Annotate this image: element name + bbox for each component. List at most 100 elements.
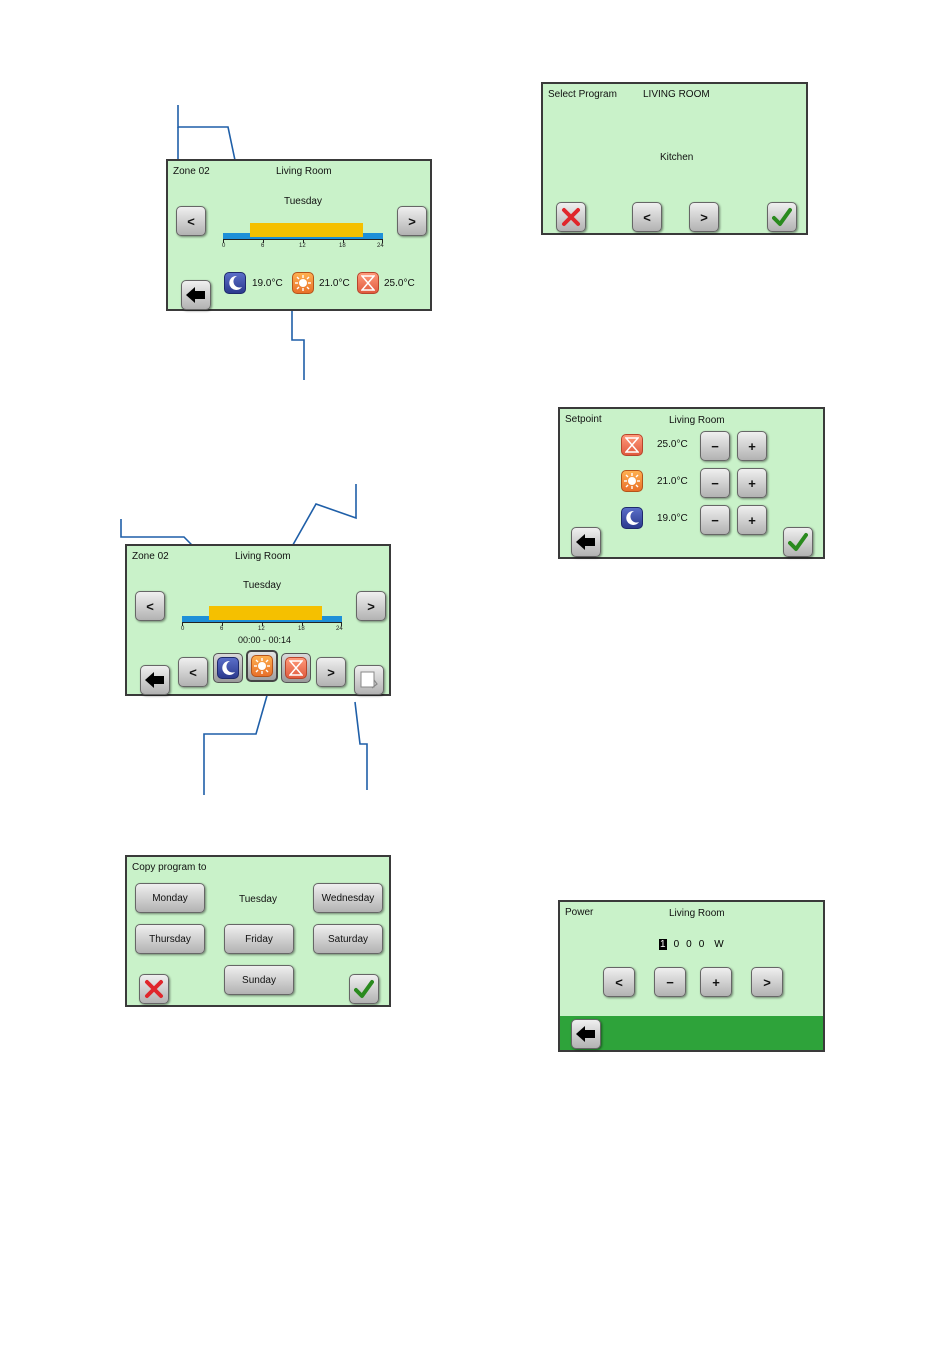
sun-temp: 21.0°C (319, 278, 350, 289)
zone-label: Zone 02 (132, 551, 169, 562)
mode-moon-button[interactable] (213, 653, 243, 683)
check-icon (788, 533, 808, 551)
day-saturday-button[interactable]: Saturday (313, 924, 383, 954)
schedule-edit-screen: Zone 02 Living Room Tuesday < > 0 6 12 1… (125, 544, 391, 696)
sun-icon (621, 470, 643, 492)
day-sunday-button[interactable]: Sunday (224, 965, 294, 995)
moon-icon (224, 272, 246, 294)
cross-icon (562, 208, 580, 226)
cancel-button[interactable] (139, 974, 169, 1004)
prev-mode-button[interactable]: < (178, 657, 208, 687)
back-arrow-icon (186, 287, 205, 303)
cancel-button[interactable] (556, 202, 586, 232)
day-label: Tuesday (243, 580, 281, 591)
axis-tick-label: 18 (298, 626, 305, 632)
room-label: Living Room (669, 415, 725, 426)
next-program-button[interactable]: > (689, 202, 719, 232)
room-label: LIVING ROOM (643, 89, 710, 100)
confirm-button[interactable] (767, 202, 797, 232)
callout-line-modes-1 (291, 305, 305, 380)
power-digit[interactable]: 0 (698, 939, 705, 950)
screen-title: Copy program to (132, 862, 207, 873)
current-day-label: Tuesday (239, 894, 277, 905)
axis-tick-label: 18 (339, 243, 346, 249)
back-arrow-icon (145, 672, 164, 688)
prev-day-button[interactable]: < (176, 206, 206, 236)
setpoint-screen: Setpoint Living Room 25.0°C − + 21.0°C −… (558, 407, 825, 559)
minus-button[interactable]: − (700, 505, 730, 535)
minus-button[interactable]: − (654, 967, 686, 997)
power-digit[interactable]: 0 (673, 939, 680, 950)
next-day-button[interactable]: > (397, 206, 427, 236)
setpoint-value: 21.0°C (657, 476, 688, 487)
select-program-screen: Select Program LIVING ROOM Kitchen < > (541, 82, 808, 235)
back-button[interactable] (571, 1019, 601, 1049)
program-name: Kitchen (660, 152, 694, 163)
plus-button[interactable]: + (737, 468, 767, 498)
prev-day-button[interactable]: < (135, 591, 165, 621)
back-button[interactable] (571, 527, 601, 557)
room-label: Living Room (669, 908, 725, 919)
plus-button[interactable]: + (700, 967, 732, 997)
day-monday-button[interactable]: Monday (135, 883, 205, 913)
power-footer-bar (560, 1016, 823, 1050)
schedule-screen: Zone 02 Living Room Tuesday < > 0 6 12 1… (166, 159, 432, 311)
setpoint-value: 25.0°C (657, 439, 688, 450)
hourglass-icon (285, 657, 307, 679)
time-range-label: 00:00 - 00:14 (238, 635, 292, 645)
moon-temp: 19.0°C (252, 278, 283, 289)
copy-icon (360, 671, 378, 689)
schedule-comfort-segment (250, 223, 363, 237)
next-mode-button[interactable]: > (316, 657, 346, 687)
power-value: 1 0 0 0 W (659, 939, 724, 950)
axis-tick-label: 6 (220, 626, 224, 632)
callout-line-copy-3 (354, 701, 368, 790)
prev-program-button[interactable]: < (632, 202, 662, 232)
zone-label: Zone 02 (173, 166, 210, 177)
room-label: Living Room (235, 551, 291, 562)
back-button[interactable] (140, 665, 170, 695)
prev-digit-button[interactable]: < (603, 967, 635, 997)
copy-button[interactable] (354, 665, 384, 695)
back-arrow-icon (576, 534, 595, 550)
plus-button[interactable]: + (737, 431, 767, 461)
day-label: Tuesday (284, 196, 322, 207)
schedule-comfort-segment (209, 606, 322, 620)
minus-button[interactable]: − (700, 431, 730, 461)
power-screen: Power Living Room 1 0 0 0 W < − + > (558, 900, 825, 1052)
back-button[interactable] (181, 280, 211, 310)
copy-program-screen: Copy program to Monday Tuesday Wednesday… (125, 855, 391, 1007)
mode-sun-button[interactable] (246, 650, 278, 682)
screen-title: Select Program (548, 89, 617, 100)
day-friday-button[interactable]: Friday (224, 924, 294, 954)
day-wednesday-button[interactable]: Wednesday (313, 883, 383, 913)
axis-tick-label: 12 (258, 626, 265, 632)
power-digit-selected[interactable]: 1 (659, 939, 667, 950)
plus-button[interactable]: + (737, 505, 767, 535)
sun-icon (292, 272, 314, 294)
next-digit-button[interactable]: > (751, 967, 783, 997)
moon-icon (621, 507, 643, 529)
mode-hourglass-button[interactable] (281, 653, 311, 683)
room-label: Living Room (276, 166, 332, 177)
axis-tick-label: 24 (377, 243, 384, 249)
screen-title: Power (565, 907, 594, 918)
back-arrow-icon (576, 1026, 595, 1042)
axis-tick-label: 0 (181, 626, 185, 632)
check-icon (354, 980, 374, 998)
schedule-bar: 0 6 12 18 24 (181, 606, 343, 634)
confirm-button[interactable] (349, 974, 379, 1004)
confirm-button[interactable] (783, 527, 813, 557)
axis-tick-label: 6 (261, 243, 265, 249)
setpoint-value: 19.0°C (657, 513, 688, 524)
day-thursday-button[interactable]: Thursday (135, 924, 205, 954)
power-digit[interactable]: 0 (686, 939, 692, 950)
screen-title: Setpoint (565, 414, 602, 425)
next-day-button[interactable]: > (356, 591, 386, 621)
axis-tick-label: 0 (222, 243, 226, 249)
check-icon (772, 208, 792, 226)
power-unit: W (714, 939, 724, 950)
moon-icon (217, 657, 239, 679)
hourglass-temp: 25.0°C (384, 278, 415, 289)
minus-button[interactable]: − (700, 468, 730, 498)
